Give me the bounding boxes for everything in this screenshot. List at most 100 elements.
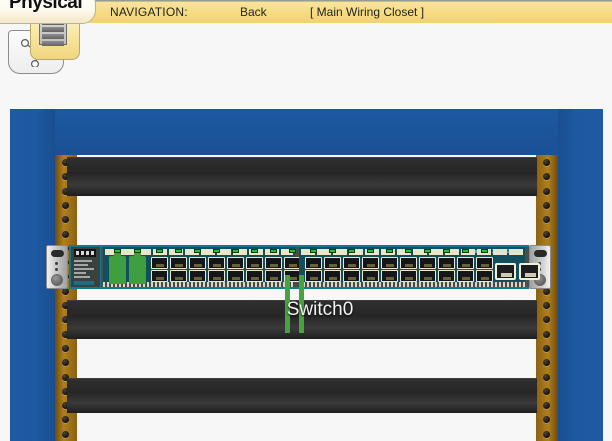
ethernet-port[interactable] bbox=[246, 257, 263, 269]
port-status-led bbox=[462, 249, 469, 253]
connected-port-plug[interactable] bbox=[129, 253, 146, 271]
rack-screw-hole bbox=[543, 387, 550, 395]
port-status-led bbox=[156, 249, 163, 253]
port-status-led bbox=[251, 249, 258, 253]
device-switch0[interactable]: Catalyst 2960 Series bbox=[46, 245, 551, 289]
rack-screw-hole bbox=[543, 230, 550, 238]
ethernet-port[interactable] bbox=[151, 257, 168, 269]
copper-cable[interactable] bbox=[299, 275, 304, 333]
ethernet-port[interactable] bbox=[324, 257, 341, 269]
rack-screw-hole bbox=[543, 330, 550, 338]
ethernet-port[interactable] bbox=[265, 270, 282, 282]
ethernet-port[interactable] bbox=[208, 257, 225, 269]
ethernet-port[interactable] bbox=[189, 257, 206, 269]
rack-screw-hole bbox=[543, 287, 550, 295]
ethernet-port[interactable] bbox=[457, 257, 474, 269]
ethernet-port[interactable] bbox=[476, 257, 493, 269]
ethernet-port[interactable] bbox=[170, 257, 187, 269]
ethernet-port[interactable] bbox=[208, 270, 225, 282]
ethernet-port[interactable] bbox=[343, 270, 360, 282]
chassis-vent bbox=[103, 282, 295, 287]
port-status-led bbox=[134, 249, 141, 253]
switch-faceplate: Catalyst 2960 Series bbox=[101, 247, 540, 287]
mode-button-icon[interactable] bbox=[74, 281, 94, 285]
navigation-back-button[interactable]: Back bbox=[240, 5, 267, 19]
ethernet-port[interactable] bbox=[381, 270, 398, 282]
ethernet-port[interactable] bbox=[362, 270, 379, 282]
port-status-led bbox=[329, 249, 336, 253]
switch-status-led-panel bbox=[71, 247, 101, 287]
port-status-led bbox=[386, 249, 393, 253]
ethernet-port[interactable] bbox=[343, 257, 360, 269]
switch-chassis[interactable]: Catalyst 2960 Series bbox=[69, 245, 540, 289]
tab-physical-view[interactable]: Physical bbox=[0, 0, 96, 24]
device-model-label: Catalyst 2960 Series bbox=[470, 249, 521, 255]
ethernet-port[interactable] bbox=[170, 270, 187, 282]
rack-screw-hole bbox=[62, 402, 69, 410]
ethernet-port[interactable] bbox=[400, 270, 417, 282]
switch-port-bank[interactable]: Catalyst 2960 Series bbox=[299, 247, 540, 287]
rack-screw-hole bbox=[543, 159, 550, 166]
ethernet-port[interactable] bbox=[457, 270, 474, 282]
ethernet-port[interactable] bbox=[189, 270, 206, 282]
rack-screw-hole bbox=[543, 359, 550, 367]
port-status-led bbox=[232, 249, 239, 253]
navbar-top-border bbox=[0, 1, 612, 2]
ear-knob-icon bbox=[51, 274, 63, 286]
connected-port-plug[interactable] bbox=[109, 266, 126, 284]
ethernet-port[interactable] bbox=[476, 270, 493, 282]
rack-screw-hole bbox=[62, 159, 69, 166]
ear-slot-icon bbox=[534, 250, 547, 257]
rack-screw-hole bbox=[62, 187, 69, 195]
rack-side-panel-right bbox=[558, 109, 603, 441]
ethernet-port[interactable] bbox=[305, 270, 322, 282]
rack-screw-hole bbox=[543, 216, 550, 224]
rack-screw-hole bbox=[543, 302, 550, 309]
ear-dot-icon bbox=[55, 262, 58, 265]
rack-screw-hole bbox=[62, 287, 69, 295]
port-status-led bbox=[348, 249, 355, 253]
connected-port-plug[interactable] bbox=[109, 253, 126, 271]
port-status-led bbox=[481, 249, 488, 253]
ethernet-port[interactable] bbox=[381, 257, 398, 269]
connected-port-plug[interactable] bbox=[129, 266, 146, 284]
ethernet-port[interactable] bbox=[419, 257, 436, 269]
rack-blank-panel[interactable] bbox=[67, 378, 537, 413]
ethernet-port[interactable] bbox=[438, 270, 455, 282]
copper-cable[interactable] bbox=[285, 275, 290, 333]
navigation-breadcrumb[interactable]: [ Main Wiring Closet ] bbox=[310, 5, 425, 19]
ethernet-port[interactable] bbox=[227, 270, 244, 282]
rack-screw-hole bbox=[62, 201, 69, 209]
rack-screw-hole bbox=[543, 316, 550, 324]
ethernet-port[interactable] bbox=[305, 257, 322, 269]
ethernet-port[interactable] bbox=[419, 270, 436, 282]
ethernet-port[interactable] bbox=[362, 257, 379, 269]
navigation-bar: NAVIGATION: Back [ Main Wiring Closet ] bbox=[0, 0, 612, 23]
ethernet-port[interactable] bbox=[324, 270, 341, 282]
rack-rail-right bbox=[536, 155, 558, 441]
port-status-led bbox=[443, 249, 450, 253]
uplink-port[interactable] bbox=[519, 263, 540, 280]
ethernet-port[interactable] bbox=[246, 270, 263, 282]
device-label: Switch0 bbox=[286, 299, 354, 320]
rack-screw-hole bbox=[543, 344, 550, 352]
ethernet-port[interactable] bbox=[400, 257, 417, 269]
ethernet-port[interactable] bbox=[438, 257, 455, 269]
rack-blank-panel[interactable] bbox=[67, 157, 537, 196]
port-number-strip bbox=[301, 249, 523, 255]
rack-screw-hole bbox=[543, 416, 550, 424]
rack-screw-hole bbox=[543, 402, 550, 410]
switch-port-bank[interactable] bbox=[103, 247, 301, 287]
rack-screw-hole bbox=[543, 430, 550, 438]
uplink-port[interactable] bbox=[495, 263, 516, 280]
rack-canvas[interactable]: Catalyst 2960 Series Switch0 bbox=[0, 23, 612, 441]
ethernet-port[interactable] bbox=[227, 257, 244, 269]
rack-screw-hole bbox=[62, 316, 69, 324]
port-status-led bbox=[310, 249, 317, 253]
view-tab-group: Physical bbox=[0, 0, 120, 78]
ethernet-port[interactable] bbox=[265, 257, 282, 269]
navigation-label: NAVIGATION: bbox=[110, 5, 188, 19]
rack-screw-hole bbox=[62, 302, 69, 309]
port-status-led bbox=[194, 249, 201, 253]
ethernet-port[interactable] bbox=[151, 270, 168, 282]
